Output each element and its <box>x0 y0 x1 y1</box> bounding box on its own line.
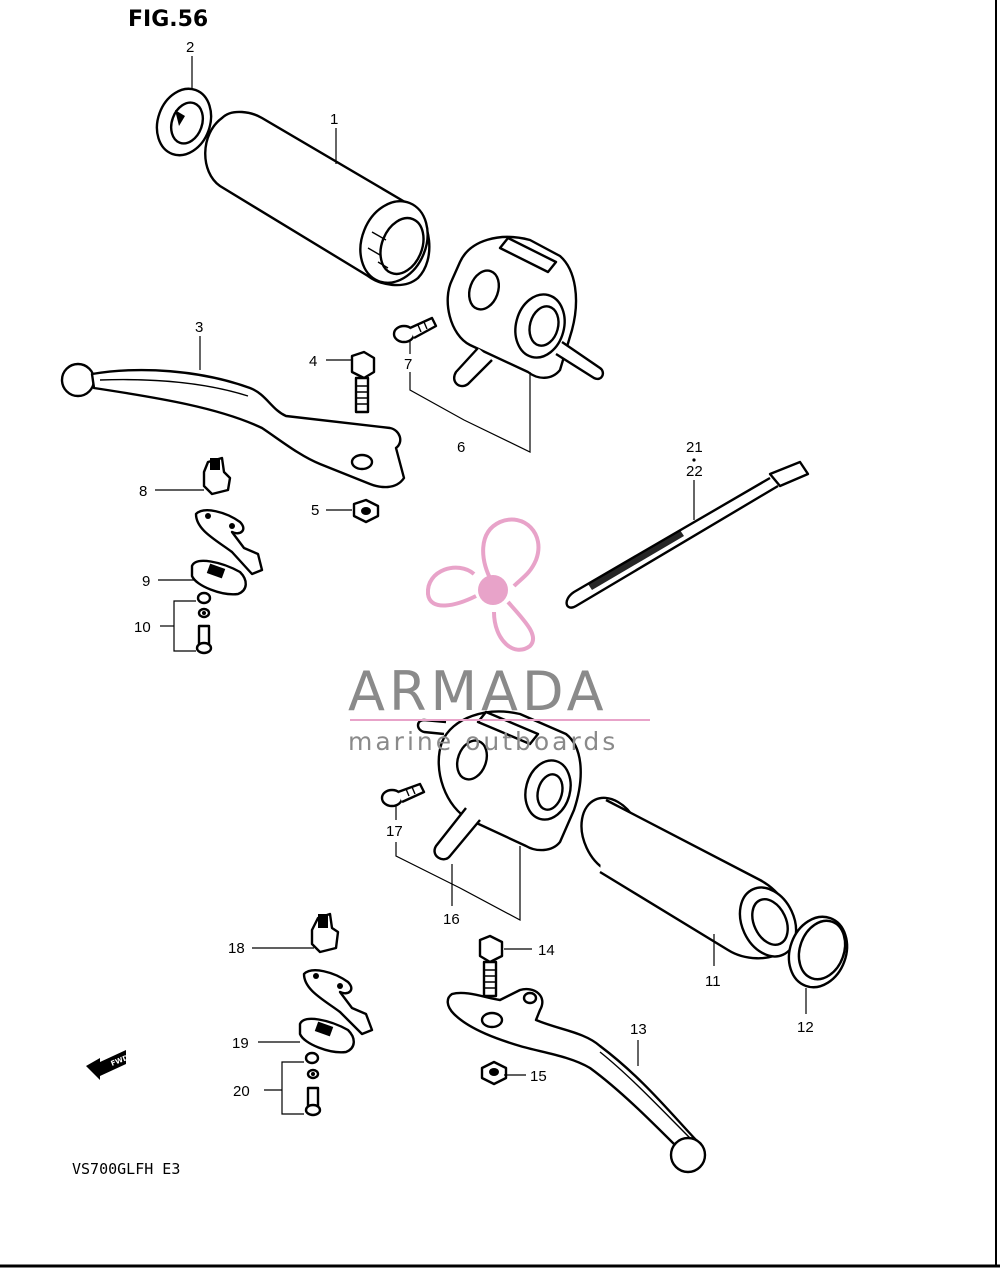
part-5-nut <box>352 498 380 524</box>
callout-1: 1 <box>330 111 338 128</box>
callout-15: 15 <box>530 1068 547 1085</box>
part-9-switch-bracket <box>190 509 264 596</box>
callout-20: 20 <box>233 1083 250 1100</box>
part-2-grip-end <box>155 87 213 157</box>
callout-4: 4 <box>309 353 317 370</box>
part-13-brake-lever <box>446 987 707 1174</box>
callout-19: 19 <box>232 1035 249 1052</box>
part-6-left-switch-box <box>446 235 605 388</box>
callout-6: 6 <box>457 439 465 456</box>
callout-10: 10 <box>134 619 151 636</box>
callout-21: 21 <box>686 439 703 456</box>
part-18-switch <box>310 912 340 954</box>
watermark-tagline: marine outboards <box>348 727 618 756</box>
part-14-pivot-bolt <box>478 934 504 998</box>
part-19-switch-bracket <box>298 969 374 1054</box>
part-16-right-switch-box <box>416 710 582 861</box>
callout-3: 3 <box>195 319 203 336</box>
callout-8: 8 <box>139 483 147 500</box>
callout-22: 22 <box>686 463 703 480</box>
callout-18: 18 <box>228 940 245 957</box>
callout-17: 17 <box>386 823 403 840</box>
figure-title: FIG.56 <box>128 7 208 32</box>
part-21-22-cable-tie <box>565 460 810 609</box>
part-1-handlebar-grip <box>204 110 431 287</box>
callout-2: 2 <box>186 39 194 56</box>
part-8-switch <box>202 456 232 496</box>
part-20-screw-set <box>304 1051 322 1117</box>
part-4-pivot-bolt <box>350 350 376 414</box>
callout-16: 16 <box>443 911 460 928</box>
leader-lines <box>155 56 807 1115</box>
model-code: VS700GLFH E3 <box>72 1160 180 1178</box>
callout-9: 9 <box>142 573 150 590</box>
part-11-throttle-grip <box>580 796 798 960</box>
part-15-nut <box>480 1060 508 1086</box>
callout-labels: 2 1 3 4 7 6 8 5 9 10 21 22 17 16 18 14 1… <box>134 39 814 1100</box>
part-17-screw <box>380 782 426 808</box>
callout-14: 14 <box>538 942 555 959</box>
watermark-brand: ARMADA <box>348 660 608 723</box>
callout-21-22-dot <box>692 458 696 462</box>
callout-11: 11 <box>705 973 721 990</box>
callout-12: 12 <box>797 1019 814 1036</box>
callout-13: 13 <box>630 1021 647 1038</box>
part-7-screw <box>392 316 438 344</box>
propeller-logo-icon <box>425 517 541 652</box>
part-12-grip-end <box>787 915 849 989</box>
propeller-hub <box>478 575 508 605</box>
part-3-clutch-lever <box>60 362 406 489</box>
callout-5: 5 <box>311 502 319 519</box>
callout-7: 7 <box>404 356 412 373</box>
fwd-arrow-icon: FWD <box>86 1050 130 1080</box>
part-10-screw-set <box>195 591 213 655</box>
armada-watermark: ARMADA marine outboards <box>348 517 650 756</box>
